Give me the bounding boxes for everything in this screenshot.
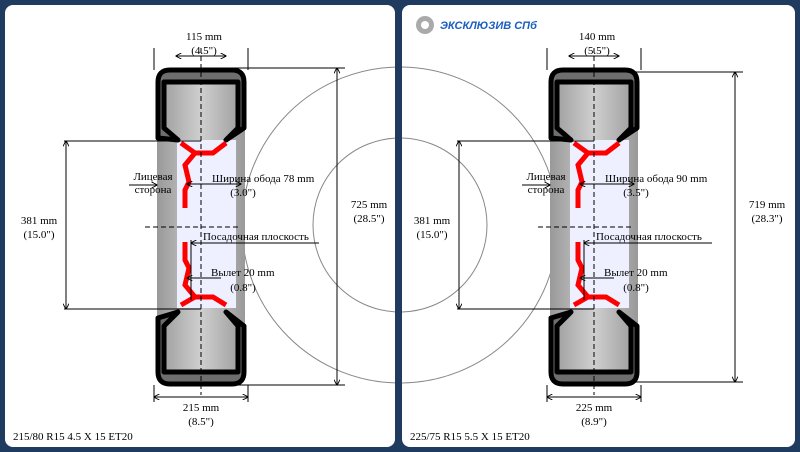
rim-width-inches: (3.5") [623,187,649,199]
mount-plane-label: Посадочная плоскость [203,231,309,243]
face-side-label: Лицевая [133,171,172,183]
overall-diameter-inches: (28.5") [353,213,384,225]
top-width-label: 140 mm [579,31,616,43]
size-caption: 225/75 R15 5.5 X 15 ET20 [410,431,530,443]
top-width-inches: (5.5") [584,45,610,57]
bottom-width-label: 215 mm [183,402,220,414]
bottom-width-inches: (8.9") [581,416,607,428]
inner-circle [312,137,395,313]
bottom-width-label: 225 mm [576,402,613,414]
overall-diameter-label: 719 mm [749,199,786,211]
tire-bottom-tread [155,309,247,387]
rim-width-label: Ширина обода 90 mm [605,173,708,185]
rim-width-inches: (3.0") [230,187,256,199]
tire-top-tread [155,67,247,143]
bottom-width-inches: (8.5") [188,416,214,428]
tire-bottom-tread [548,309,640,387]
offset-inches: (0.8") [230,282,256,294]
top-width-inches: (4.5") [191,45,217,57]
overall-diameter-inches: (28.3") [751,213,782,225]
offset-inches: (0.8") [623,282,649,294]
face-side-label: Лицевая [526,171,565,183]
offset-label: Вылет 20 mm [211,267,275,279]
rim-diameter-label: 381 mm [21,215,58,227]
rim-profile-bottom [179,242,228,308]
offset-label: Вылет 20 mm [604,267,668,279]
size-caption: 215/80 R15 4.5 X 15 ET20 [13,431,133,443]
face-side-label-2: сторона [135,184,172,196]
rim-diameter-inches: (15.0") [416,229,447,241]
tire-cross-section [548,67,640,387]
face-side-label-2: сторона [528,184,565,196]
rim-width-label: Ширина обода 78 mm [212,173,315,185]
brand-name: ЭКСКЛЮЗИВ СПб [440,20,538,32]
rim-profile-bottom [572,242,621,308]
overall-diameter-label: 725 mm [351,199,388,211]
rim-diameter-label: 381 mm [414,215,451,227]
rim-diameter-inches: (15.0") [23,229,54,241]
brand-logo: ЭКСКЛЮЗИВ СПб [416,16,538,34]
top-width-label: 115 mm [186,31,222,43]
tire-top-tread [548,67,640,143]
mount-plane-label: Посадочная плоскость [596,231,702,243]
